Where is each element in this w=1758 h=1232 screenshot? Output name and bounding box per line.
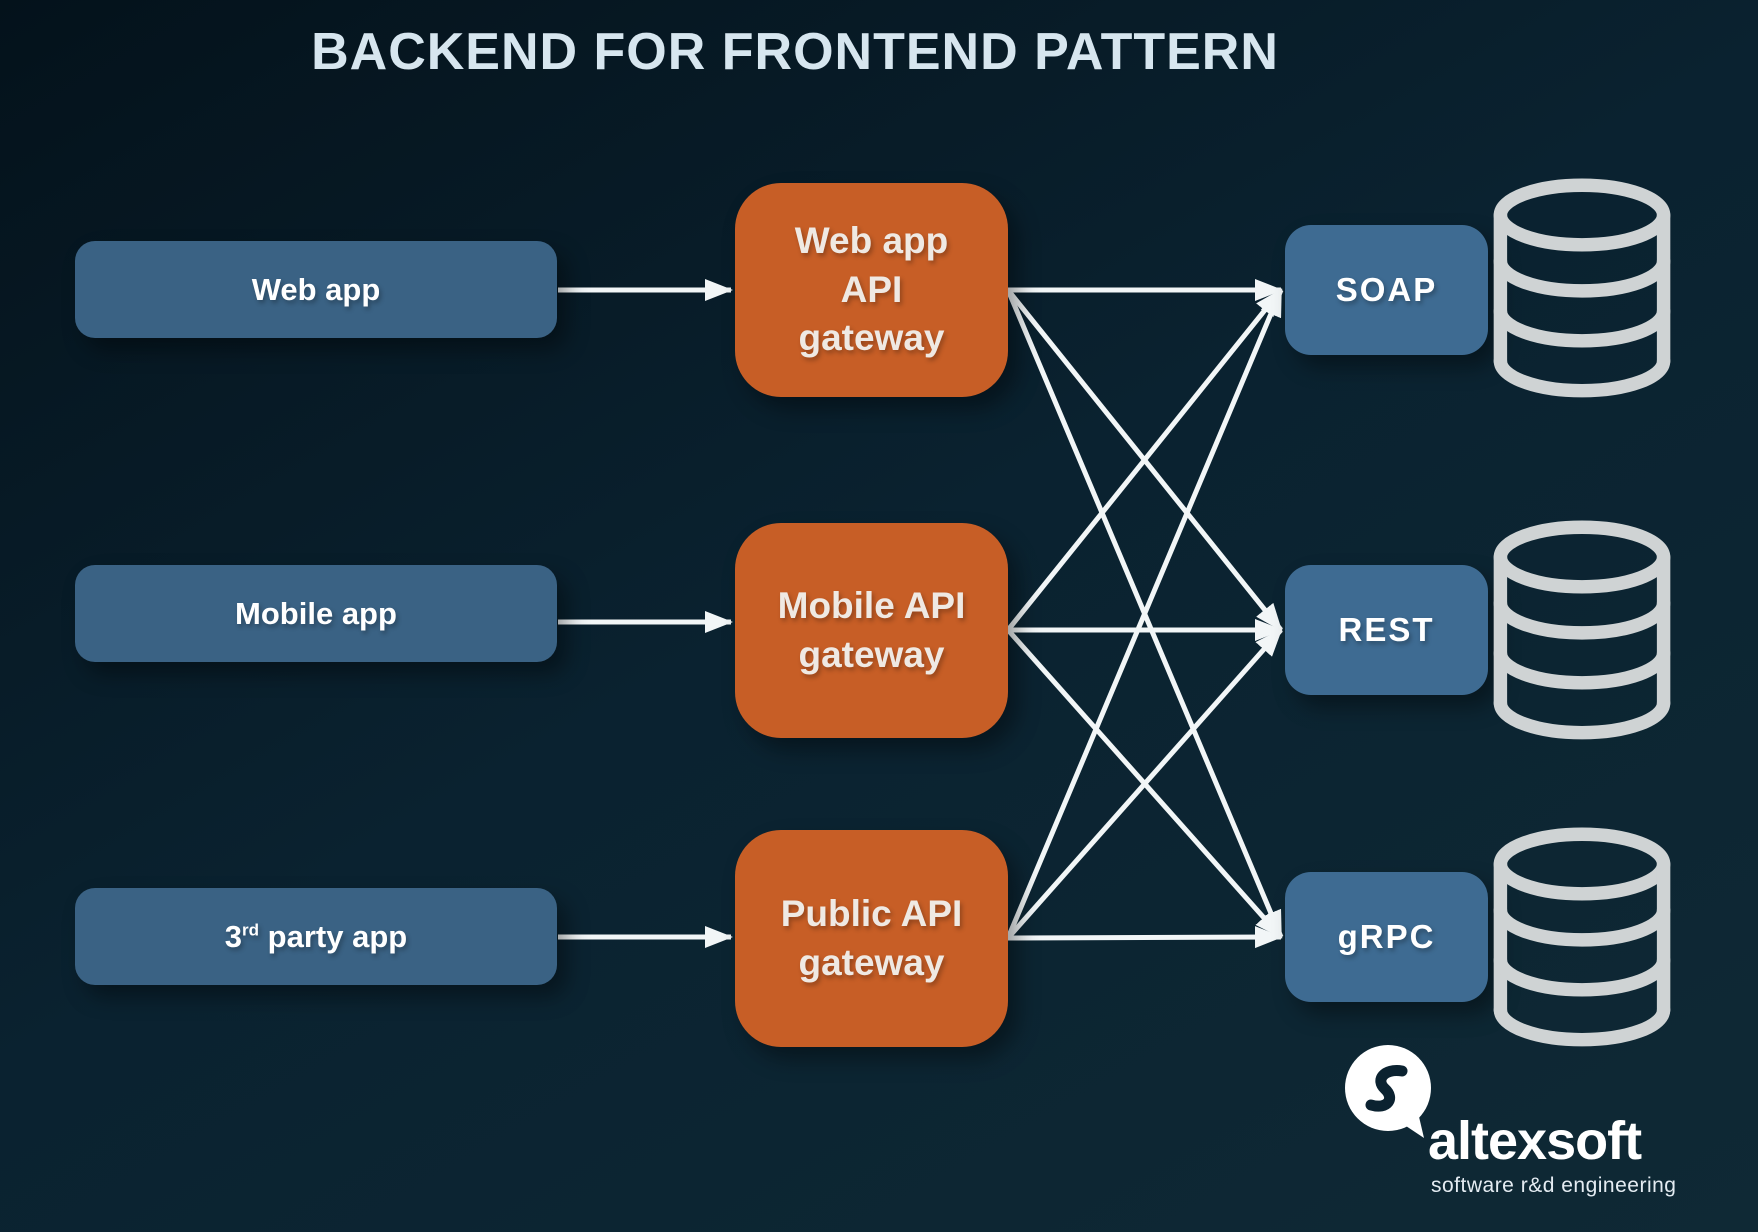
client-box-web-app: Web app (75, 241, 557, 338)
service-label-soap: SOAP (1335, 271, 1438, 308)
arrow-publicgw-to-grpc (1007, 926, 1283, 949)
altexsoft-logo-icon (1345, 1045, 1431, 1138)
service-box-grpc: gRPC (1285, 872, 1488, 1002)
client-box-mobile-app: Mobile app (75, 565, 557, 662)
database-icon (1493, 827, 1671, 1047)
arrow-mobilegw-to-soap (1006, 288, 1283, 632)
page-title: BACKEND FOR FRONTEND PATTERN (311, 23, 1279, 81)
gateway-label-public-api: Public API gateway (780, 892, 963, 983)
brand-tagline: software r&d engineering (1431, 1174, 1677, 1197)
service-box-soap: SOAP (1285, 225, 1488, 355)
client-label-mobile-app: Mobile app (235, 595, 397, 631)
gateway-box-mobile-api: Mobile API gateway (735, 523, 1008, 738)
brand-name: altexsoft (1428, 1111, 1642, 1171)
arrow-publicgw-to-soap (1005, 288, 1284, 939)
service-label-grpc: gRPC (1337, 918, 1436, 955)
gateway-label-web-app-api: Web app API gateway (794, 219, 949, 359)
client-box-3rd-party-app: 3rd party app (75, 888, 557, 985)
client-label-web-app: Web app (251, 271, 381, 307)
service-label-rest: REST (1338, 611, 1435, 648)
gateway-label-mobile-api: Mobile API gateway (777, 584, 966, 675)
database-icon (1493, 520, 1671, 740)
arrow-publicgw-to-rest (1006, 628, 1283, 940)
service-box-rest: REST (1285, 565, 1488, 695)
ordinal-superscript: rd (242, 920, 260, 940)
gateway-box-web-app-api: Web app API gateway (735, 183, 1008, 397)
gateway-box-public-api: Public API gateway (735, 830, 1008, 1047)
client-label-3rd-party-app: 3rd party app (224, 918, 408, 954)
database-icon (1493, 178, 1671, 398)
